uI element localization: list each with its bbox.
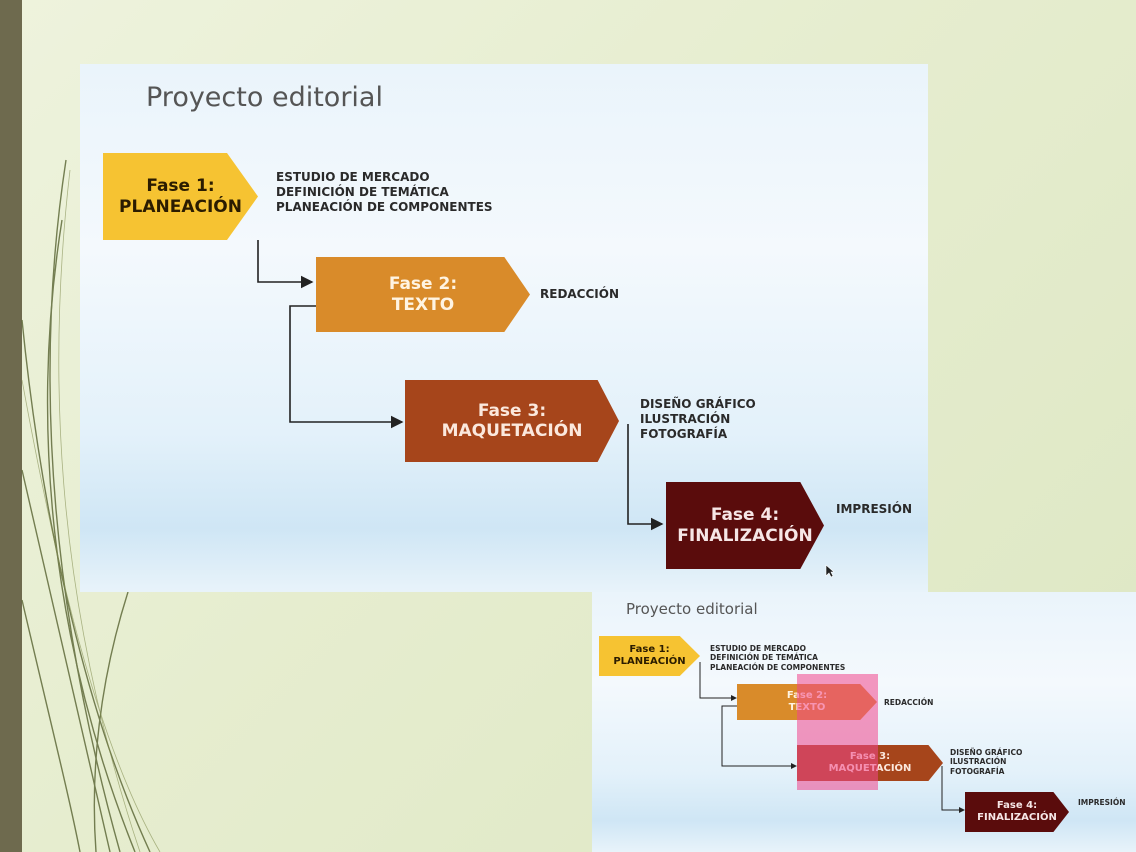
phase-1-name: PLANEACIÓN — [119, 196, 242, 217]
phase-4-description: IMPRESIÓN — [836, 502, 912, 516]
phase-1-number: Fase 1: — [146, 176, 215, 197]
decorative-lines — [21, 159, 161, 852]
mouse-pointer-icon — [825, 564, 835, 578]
phase-4-name: FINALIZACIÓN — [677, 525, 813, 546]
panel-title: Proyecto editorial — [146, 82, 383, 113]
phase-2-description: REDACCIÓN — [540, 287, 620, 301]
phase-3-arrow: Fase 3: MAQUETACIÓN — [405, 380, 619, 462]
phase-4-arrow: Fase 4: FINALIZACIÓN — [666, 482, 824, 569]
thumbnail-phase-1-description: ESTUDIO DE MERCADO DEFINICIÓN DE TEMÁTIC… — [710, 644, 846, 672]
phase-2-number: Fase 2: — [388, 274, 458, 295]
thumbnail-phase-1-arrow: Fase 1: PLANEACIÓN — [599, 636, 700, 676]
main-diagram-panel: Proyecto editorial Fase 1: PLANEACIÓN ES… — [80, 64, 928, 592]
phase-4-number: Fase 4: — [710, 505, 780, 526]
thumbnail-diagram-panel: Proyecto editorial Fase 1: PLANEACIÓN ES… — [592, 592, 1136, 852]
thumbnail-phase-2-description: REDACCIÓN — [884, 698, 934, 707]
phase-1-description: ESTUDIO DE MERCADO DEFINICIÓN DE TEMÁTIC… — [276, 170, 493, 214]
selection-highlight — [797, 674, 878, 790]
thumbnail-phase-3-description: DISEÑO GRÁFICO ILUSTRACIÓN FOTOGRAFÍA — [950, 748, 1023, 776]
thumbnail-phase-4-description: IMPRESIÓN — [1078, 798, 1126, 807]
phase-3-description: DISEÑO GRÁFICO ILUSTRACIÓN FOTOGRAFÍA — [640, 397, 756, 441]
phase-2-arrow: Fase 2: TEXTO — [316, 257, 530, 332]
thumbnail-phase-4-arrow: Fase 4: FINALIZACIÓN — [965, 792, 1069, 832]
phase-3-name: MAQUETACIÓN — [441, 421, 583, 441]
thumbnail-title: Proyecto editorial — [626, 600, 758, 618]
thumbnail-connector-lines — [699, 662, 965, 813]
phase-1-arrow: Fase 1: PLANEACIÓN — [103, 153, 258, 240]
phase-3-number: Fase 3: — [477, 400, 547, 421]
connector-lines — [257, 240, 664, 531]
phase-2-name: TEXTO — [391, 294, 455, 315]
slide-side-bar — [0, 0, 22, 852]
